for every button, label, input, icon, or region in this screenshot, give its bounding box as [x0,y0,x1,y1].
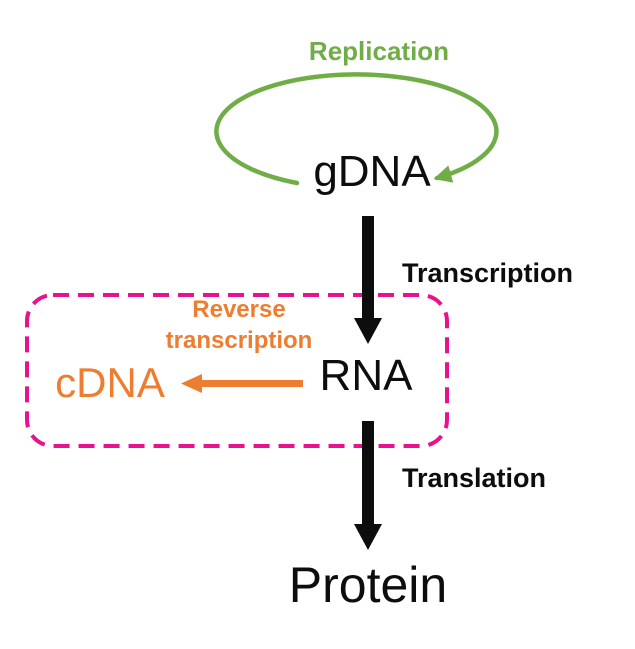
reverse-transcription-label: Reverse transcription [165,296,313,354]
translation-arrow [354,421,382,550]
node-rna: RNA [319,351,413,400]
replication-label: Replication [308,36,450,66]
translation-label: Translation [402,463,547,493]
node-protein: Protein [288,557,448,613]
transcription-label: Transcription [402,258,574,288]
node-cdna: cDNA [55,359,165,406]
reverse-transcription-box [25,293,449,448]
transcription-arrow [354,216,382,344]
replication-loop-arrow [214,72,499,186]
node-gdna: gDNA [313,147,431,196]
reverse-transcription-arrow [181,374,303,393]
